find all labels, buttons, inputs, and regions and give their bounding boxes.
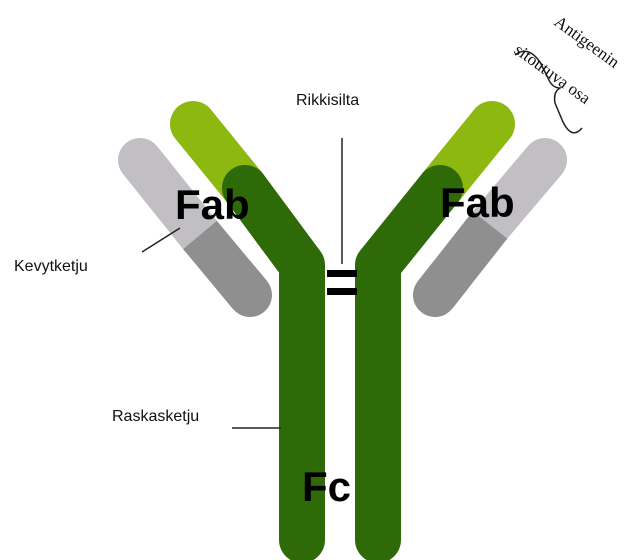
light-chain-right-constant-end bbox=[435, 276, 450, 295]
heavy-chain-right-constant bbox=[378, 188, 440, 540]
heavy-chain-left-constant bbox=[245, 188, 302, 540]
light-chain-leader-line bbox=[142, 228, 180, 252]
fab-right-label: Fab bbox=[440, 182, 515, 224]
heavy-chain-label: Raskasketju bbox=[112, 408, 199, 426]
disulfide-label: Rikkisilta bbox=[296, 92, 359, 110]
disulfide-bond-bottom bbox=[327, 288, 357, 295]
disulfide-bond-top bbox=[327, 270, 357, 277]
light-chain-label: Kevytketju bbox=[14, 258, 88, 276]
fab-left-label: Fab bbox=[175, 184, 250, 226]
light-chain-left-constant-end bbox=[235, 277, 250, 295]
fc-label: Fc bbox=[302, 466, 351, 508]
